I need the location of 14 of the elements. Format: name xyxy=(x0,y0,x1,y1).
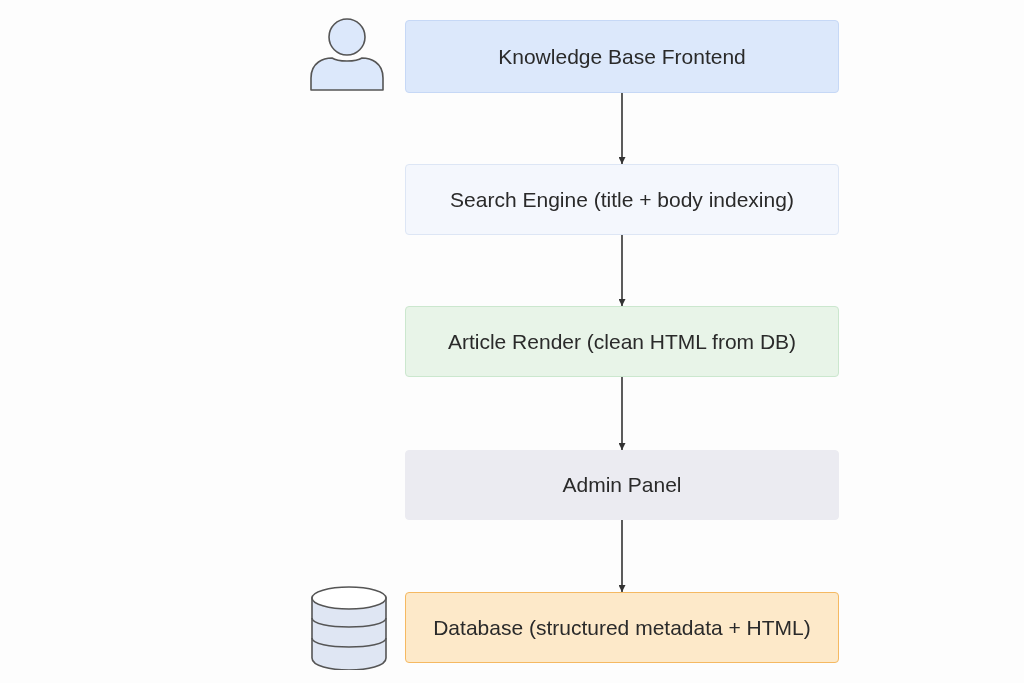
process-box xyxy=(405,450,839,520)
box-label: Knowledge Base Frontend xyxy=(498,43,746,70)
process-box xyxy=(405,592,839,663)
box-label: Search Engine (title + body indexing) xyxy=(450,186,794,213)
process-box xyxy=(405,306,839,377)
arrow xyxy=(618,234,626,307)
process-box xyxy=(405,20,839,93)
box-label: Article Render (clean HTML from DB) xyxy=(447,328,797,355)
process-box xyxy=(405,164,839,235)
box-label: Admin Panel xyxy=(562,472,682,498)
arrow xyxy=(618,92,626,165)
arrow xyxy=(618,376,626,451)
box-label: Database (structured metadata + HTML) xyxy=(433,614,811,641)
arrow xyxy=(618,519,626,593)
